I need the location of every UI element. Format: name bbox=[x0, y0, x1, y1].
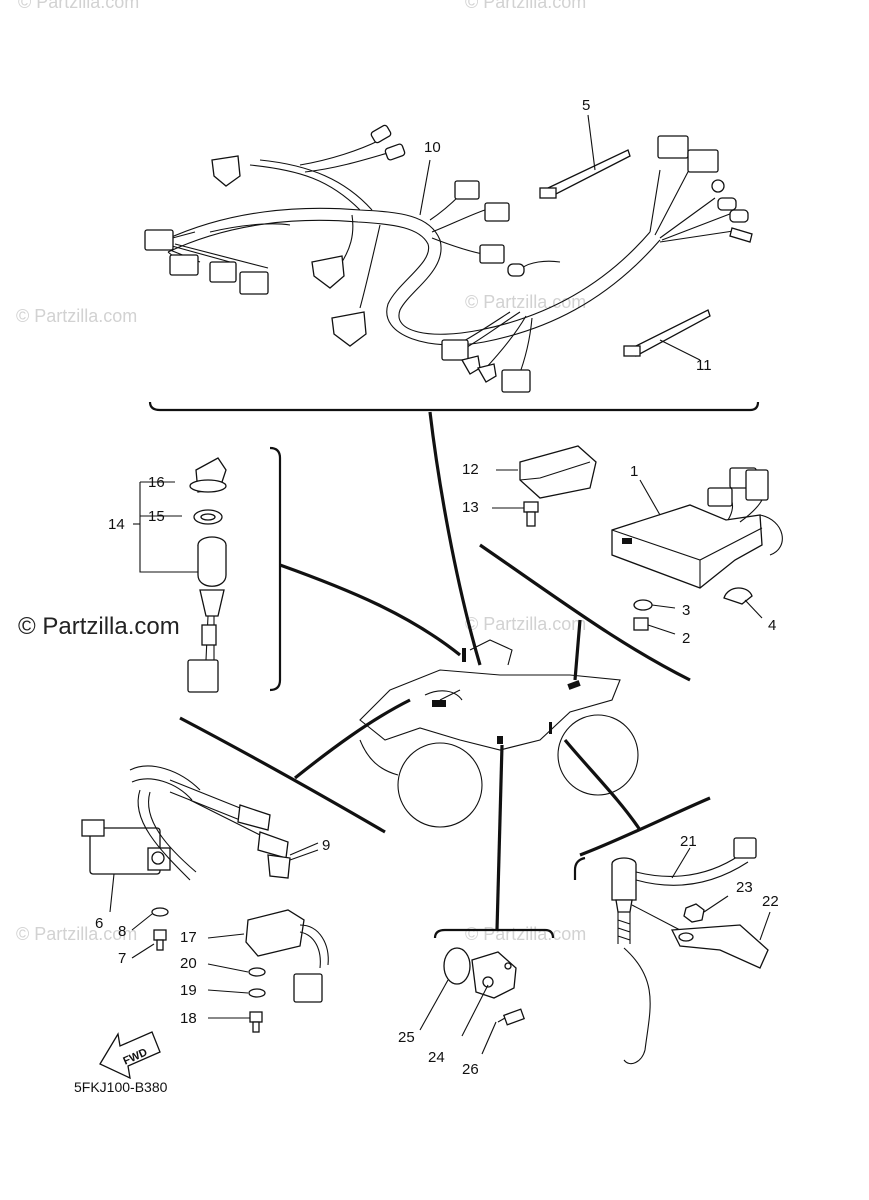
callout-18: 18 bbox=[180, 1010, 197, 1027]
callout-23: 23 bbox=[736, 879, 753, 896]
callout-6: 6 bbox=[95, 915, 103, 932]
callout-17: 17 bbox=[180, 929, 197, 946]
cable-tie-11 bbox=[623, 309, 711, 361]
main-switch bbox=[133, 457, 227, 693]
callout-1: 1 bbox=[630, 463, 638, 480]
callout-16: 16 bbox=[148, 474, 165, 491]
callout-24: 24 bbox=[428, 1049, 445, 1066]
callout-20: 20 bbox=[180, 955, 197, 972]
rectifier-1 bbox=[611, 467, 783, 635]
callout-26: 26 bbox=[462, 1061, 479, 1078]
callout-12: 12 bbox=[462, 461, 479, 478]
callout-4: 4 bbox=[768, 617, 776, 634]
callout-21: 21 bbox=[680, 833, 697, 850]
switch-bracket-right bbox=[573, 856, 586, 880]
atv-outline bbox=[179, 411, 711, 931]
callout-2: 2 bbox=[682, 630, 690, 647]
callout-5: 5 bbox=[582, 97, 590, 114]
neutral-switch bbox=[611, 837, 771, 1065]
sensor-bracket bbox=[433, 928, 555, 939]
callout-9: 9 bbox=[322, 837, 330, 854]
watermark: © Partzilla.com bbox=[465, 0, 586, 12]
watermark: © Partzilla.com bbox=[16, 924, 137, 944]
watermark: © Partzilla.com bbox=[465, 292, 586, 312]
callout-15: 15 bbox=[148, 508, 165, 525]
wire-harness bbox=[144, 124, 753, 393]
callout-3: 3 bbox=[682, 602, 690, 619]
cable-tie-5 bbox=[539, 114, 631, 199]
callout-10: 10 bbox=[424, 139, 441, 156]
harness-bracket bbox=[148, 401, 760, 412]
watermarks: © Partzilla.com © Partzilla.com © Partzi… bbox=[16, 0, 586, 944]
relay-12 bbox=[492, 445, 597, 527]
cdi-unit bbox=[207, 909, 329, 1033]
callout-7: 7 bbox=[118, 950, 126, 967]
callout-8: 8 bbox=[118, 923, 126, 940]
switch-bracket bbox=[269, 446, 282, 692]
watermark: © Partzilla.com bbox=[465, 924, 586, 944]
watermark: © Partzilla.com bbox=[16, 306, 137, 326]
callout-14: 14 bbox=[108, 516, 125, 533]
callout-25: 25 bbox=[398, 1029, 415, 1046]
callout-13: 13 bbox=[462, 499, 479, 516]
watermark: © Partzilla.com bbox=[18, 0, 139, 12]
callouts: 1 2 3 4 5 6 7 8 9 10 11 12 13 14 15 16 1… bbox=[95, 97, 779, 1078]
callout-19: 19 bbox=[180, 982, 197, 999]
callout-22: 22 bbox=[762, 893, 779, 910]
watermark-prominent: © Partzilla.com bbox=[18, 613, 180, 640]
callout-11: 11 bbox=[696, 357, 712, 374]
leader-10 bbox=[419, 159, 431, 216]
fwd-arrow-icon: FWD bbox=[99, 1031, 161, 1080]
watermark: © Partzilla.com bbox=[465, 614, 586, 634]
ignition-coil bbox=[81, 765, 319, 959]
speed-sensor bbox=[419, 947, 526, 1055]
diagram-code: 5FKJ100-B380 bbox=[74, 1079, 168, 1095]
